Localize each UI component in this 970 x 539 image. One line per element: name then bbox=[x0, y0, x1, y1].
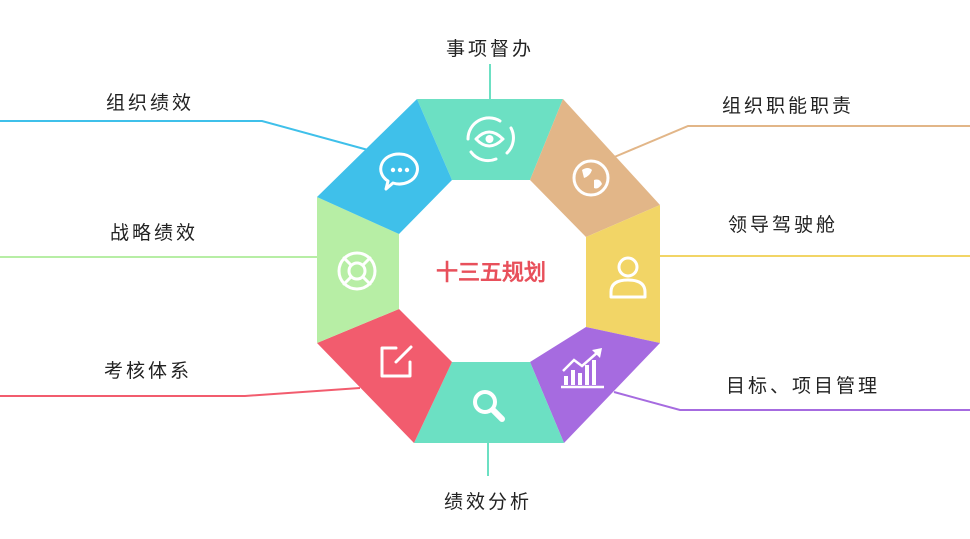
segment-top-right[interactable] bbox=[530, 99, 660, 237]
label-top: 事项督办 bbox=[446, 38, 534, 60]
label-bottom-right: 目标、项目管理 bbox=[726, 375, 880, 397]
label-right: 领导驾驶舱 bbox=[728, 214, 838, 236]
label-bottom: 绩效分析 bbox=[444, 491, 532, 513]
lifebuoy-icon bbox=[337, 251, 377, 291]
center-title: 十三五规划 bbox=[436, 261, 546, 286]
connector-top-right bbox=[611, 125, 970, 159]
search-icon bbox=[473, 390, 505, 422]
connector-bottom-left bbox=[0, 387, 361, 397]
globe-icon bbox=[572, 159, 610, 197]
label-bottom-left: 考核体系 bbox=[104, 360, 192, 382]
eye-icon bbox=[466, 116, 515, 163]
connector-bottom-right bbox=[613, 391, 970, 411]
label-top-left: 组织绩效 bbox=[106, 92, 194, 114]
label-top-right: 组织职能职责 bbox=[722, 95, 854, 117]
segment-left[interactable] bbox=[317, 197, 399, 343]
edit-icon bbox=[380, 345, 413, 378]
segment-bottom[interactable] bbox=[414, 362, 564, 443]
label-left: 战略绩效 bbox=[110, 222, 198, 244]
bar-chart-icon bbox=[561, 348, 604, 389]
user-icon bbox=[609, 256, 647, 299]
connector-top-left bbox=[0, 120, 369, 151]
segment-top-left[interactable] bbox=[317, 99, 452, 234]
chat-bubble-icon bbox=[379, 152, 419, 191]
